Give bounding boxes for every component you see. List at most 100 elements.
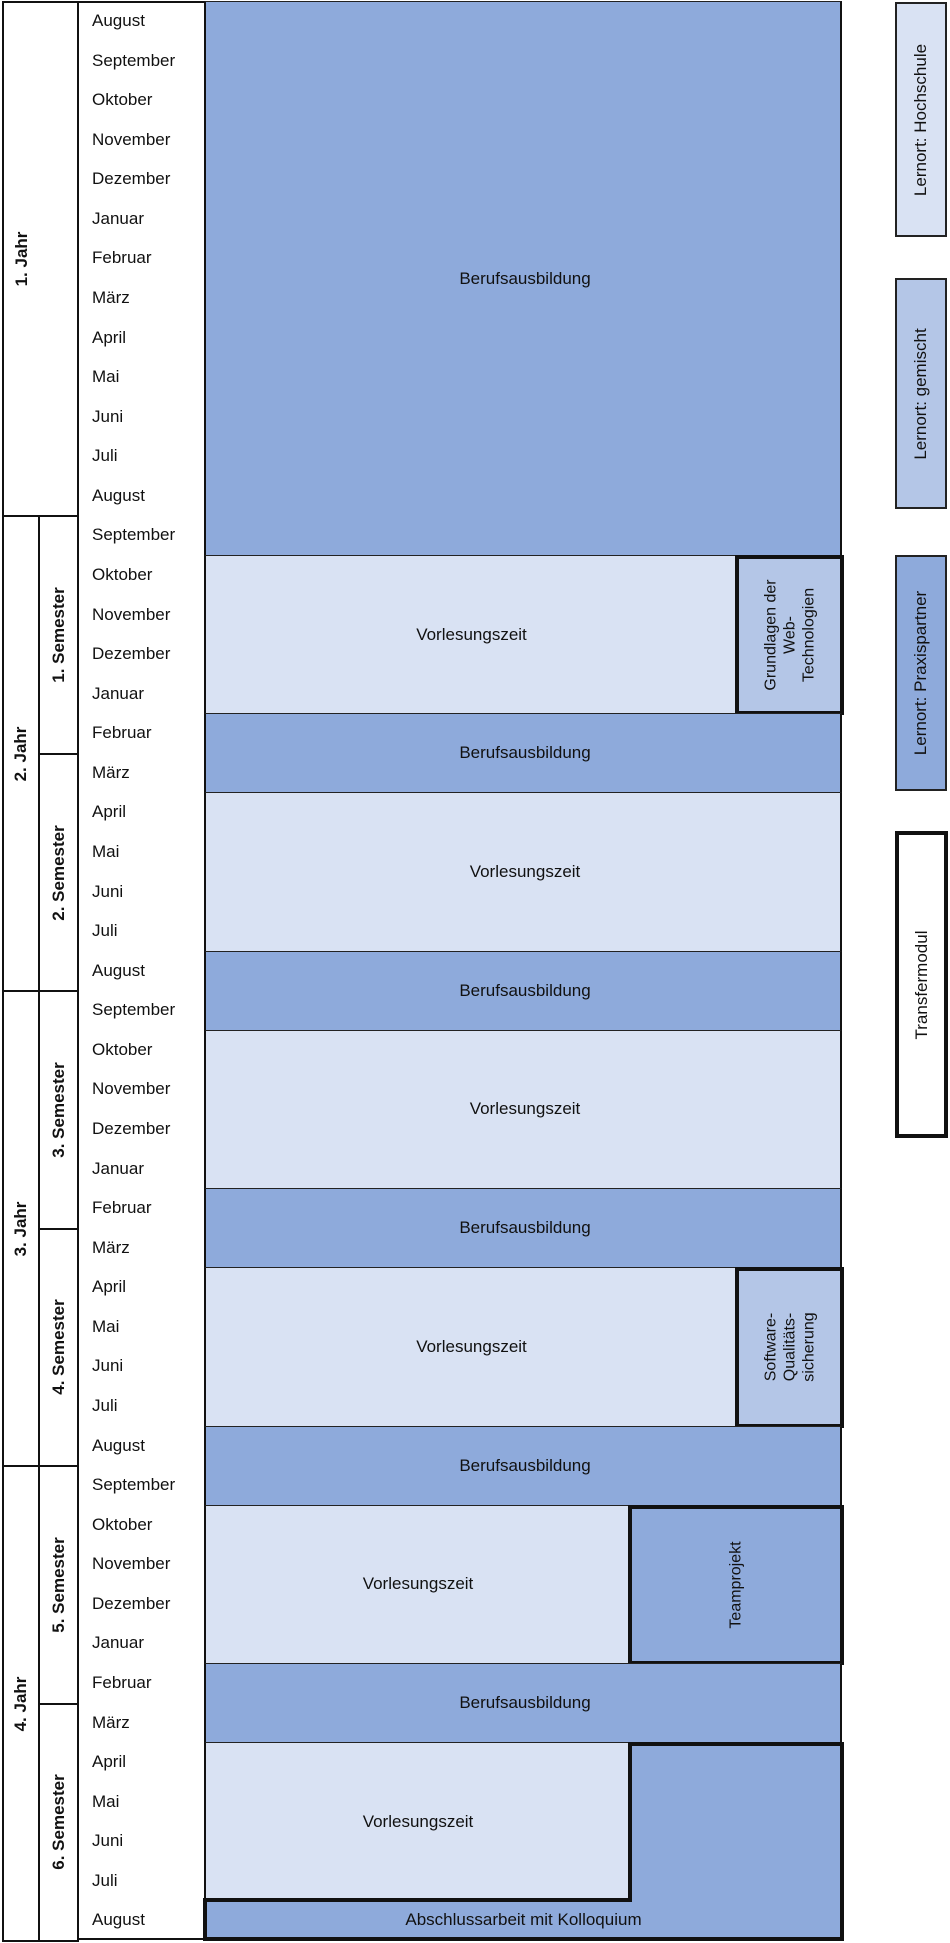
legend-praxispartner: Lernort: Praxispartner — [895, 555, 947, 791]
month-label: Juni — [92, 1356, 124, 1376]
month-label: Juli — [92, 921, 118, 941]
month-label: Dezember — [92, 169, 171, 189]
berufsausbildung-block: Berufsausbildung — [204, 950, 842, 1030]
semester-label: 4. Semester — [48, 1299, 68, 1396]
semester-label: 5. Semester — [48, 1537, 68, 1633]
year-cell: 1. Jahr — [2, 1, 79, 518]
month-label: August — [92, 960, 145, 980]
month-label: Februar — [92, 1198, 152, 1218]
month-label: Oktober — [92, 90, 153, 110]
semester-label: 3. Semester — [48, 1062, 68, 1158]
month-label: Dezember — [92, 1593, 171, 1613]
month-label: August — [92, 485, 145, 505]
semester-cell: 5. Semester — [38, 1465, 79, 1705]
month-label: Februar — [92, 1673, 152, 1692]
semester-cell: 6. Semester — [38, 1702, 79, 1942]
berufsausbildung-block: Berufsausbildung — [204, 1425, 842, 1505]
module-label: Software-Qualitäts-sicherung — [762, 1312, 817, 1383]
month-label: November — [92, 1554, 171, 1574]
month-label: März — [92, 1237, 130, 1257]
block-label: Vorlesungszeit — [362, 1574, 474, 1594]
month-label: Januar — [92, 1633, 144, 1653]
year-cell: 3. Jahr — [2, 990, 40, 1468]
berufsausbildung-block: Berufsausbildung — [204, 713, 842, 793]
month-label: November — [92, 604, 171, 624]
month-label: Juli — [92, 446, 118, 466]
month-label: März — [92, 288, 130, 307]
legend-hochschule: Lernort: Hochschule — [895, 2, 947, 237]
block-label: Berufsausbildung — [459, 1218, 591, 1238]
legend-gemischt: Lernort: gemischt — [895, 278, 947, 509]
month-label: August — [92, 1435, 145, 1455]
month-label: September — [92, 50, 176, 70]
month-label: April — [92, 1752, 127, 1772]
semester-label: 2. Semester — [48, 824, 68, 921]
block-label: Berufsausbildung — [459, 1693, 591, 1713]
year-label: 1. Jahr — [12, 231, 31, 287]
block-label: Berufsausbildung — [459, 743, 591, 763]
month-label: November — [92, 1079, 171, 1099]
year-label: 2. Jahr — [11, 726, 30, 782]
block-label: Berufsausbildung — [459, 268, 591, 288]
thesis-label: Abschlussarbeit mit Kolloquium — [405, 1909, 642, 1929]
semester-cell: 3. Semester — [38, 990, 79, 1230]
legend-praxispartner-label: Lernort: Praxispartner — [911, 590, 930, 756]
vorlesungszeit-block: Vorlesungszeit — [204, 792, 842, 951]
semester-label: 1. Semester — [48, 587, 68, 683]
month-label: Juli — [92, 1396, 118, 1415]
month-label: April — [92, 327, 127, 347]
month-label: Juni — [92, 881, 124, 901]
month-label: Oktober — [92, 1039, 153, 1059]
legend-hochschule-label: Lernort: Hochschule — [911, 43, 930, 196]
block-label: Vorlesungszeit — [469, 862, 581, 882]
month-label: Oktober — [92, 565, 153, 584]
year-label: 4. Jahr — [11, 1676, 30, 1731]
legend-gemischt-label: Lernort: gemischt — [911, 327, 930, 460]
block-label: Vorlesungszeit — [469, 1099, 581, 1119]
month-label: Februar — [92, 723, 152, 743]
berufsausbildung-block: Berufsausbildung — [204, 1, 842, 555]
month-label: März — [92, 762, 130, 782]
block-label: Vorlesungszeit — [416, 624, 527, 644]
semester-label: 6. Semester — [48, 1774, 68, 1870]
year-label: 3. Jahr — [11, 1201, 30, 1257]
month-label: Januar — [92, 208, 144, 228]
month-label: März — [92, 1712, 130, 1732]
thesis-module-upper — [628, 1742, 844, 1903]
block-label: Vorlesungszeit — [362, 1811, 474, 1831]
transfer-module-sqs: Software-Qualitäts-sicherung — [735, 1267, 844, 1428]
month-label: Juli — [92, 1870, 118, 1890]
block-label: Vorlesungszeit — [416, 1336, 527, 1356]
month-label: Mai — [92, 842, 120, 861]
transfer-module-team: Teamprojekt — [628, 1504, 844, 1665]
month-label: April — [92, 802, 127, 822]
semester-cell: 1. Semester — [38, 515, 79, 755]
berufsausbildung-block: Berufsausbildung — [204, 1663, 842, 1743]
month-label: September — [92, 1000, 176, 1020]
vorlesungszeit-block: Vorlesungszeit — [204, 1029, 842, 1189]
module-label: Teamprojekt — [727, 1541, 745, 1629]
month-label: Mai — [92, 1791, 120, 1811]
block-label: Berufsausbildung — [459, 980, 591, 1000]
month-label: Oktober — [92, 1514, 153, 1534]
month-label: September — [92, 1475, 176, 1495]
year-cell: 4. Jahr — [2, 1465, 40, 1942]
month-label: Februar — [92, 248, 152, 268]
month-label: Mai — [92, 367, 120, 387]
thesis-module: Abschlussarbeit mit Kolloquium — [203, 1898, 844, 1941]
month-label: Dezember — [92, 644, 171, 664]
block-label: Berufsausbildung — [459, 1455, 591, 1475]
legend-transfermodul: Transfermodul — [895, 831, 948, 1138]
month-label: Dezember — [92, 1119, 171, 1138]
legend-transfermodul-label: Transfermodul — [911, 930, 931, 1039]
berufsausbildung-block: Berufsausbildung — [204, 1188, 842, 1268]
month-label: August — [92, 1910, 145, 1930]
month-label: November — [92, 129, 171, 149]
month-label: Januar — [92, 1158, 144, 1178]
thesis-joint — [632, 1897, 840, 1903]
month-label: Juni — [92, 1831, 124, 1851]
semester-cell: 4. Semester — [38, 1227, 79, 1468]
month-label: September — [92, 525, 176, 545]
